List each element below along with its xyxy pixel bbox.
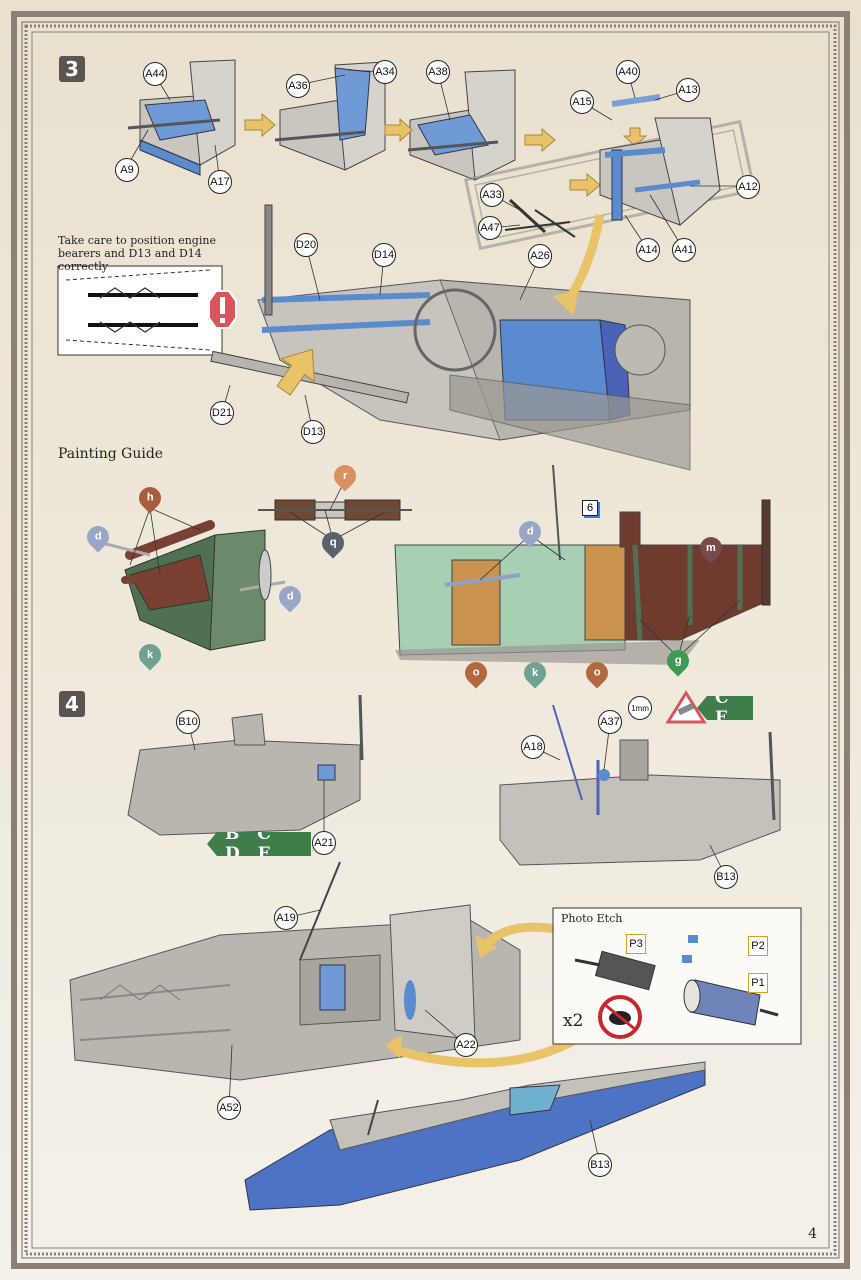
part-label: A41 — [672, 238, 696, 262]
step-number-badge: 3 — [59, 56, 85, 82]
part-label: A33 — [480, 183, 504, 207]
part-label: A38 — [426, 60, 450, 84]
seat-stage-1 — [127, 59, 236, 176]
part-label: A17 — [208, 170, 232, 194]
part-label: D20 — [294, 233, 318, 257]
fuselage-half-b10 — [127, 694, 364, 836]
decal-callout-number: 6 — [582, 500, 598, 516]
part-label: A9 — [115, 158, 139, 182]
painting-guide-heading: Painting Guide — [58, 446, 164, 462]
part-label: A13 — [676, 78, 700, 102]
page-number: 4 — [808, 1226, 817, 1242]
fuselage-front-frame — [210, 204, 691, 471]
part-label: A19 — [274, 906, 298, 930]
bearer-diagram — [57, 265, 223, 356]
variant-tag: B C D E — [207, 832, 311, 856]
part-label: A52 — [217, 1096, 241, 1120]
sanding-depth-label: 1mm — [628, 696, 652, 720]
part-label: A36 — [286, 74, 310, 98]
photo-etch-label: P2 — [748, 936, 768, 956]
painted-rollers — [258, 499, 412, 521]
sanding-warning-icon — [665, 690, 707, 724]
part-label: A12 — [736, 175, 760, 199]
step-number-badge: 4 — [59, 691, 85, 717]
photo-etch-label: P1 — [748, 973, 768, 993]
seat-stage-2 — [274, 61, 386, 171]
part-label: A18 — [521, 735, 545, 759]
part-label: B10 — [176, 710, 200, 734]
part-label: B13 — [588, 1153, 612, 1177]
part-label: D13 — [301, 420, 325, 444]
part-label: A22 — [454, 1033, 478, 1057]
variant-tag: C E — [697, 696, 753, 720]
photo-etch-title: Photo Etch — [561, 912, 623, 925]
warning-icon — [208, 290, 237, 329]
part-label: A34 — [373, 60, 397, 84]
seat-stage-3 — [407, 69, 516, 181]
part-label: A21 — [312, 831, 336, 855]
part-label: A14 — [636, 238, 660, 262]
part-label: A44 — [143, 62, 167, 86]
cockpit-assembly — [69, 861, 578, 1081]
painted-seat — [89, 520, 286, 651]
part-label: D21 — [210, 401, 234, 425]
painted-fuselage-interior — [394, 464, 771, 665]
fuselage-half-b13 — [499, 704, 781, 866]
part-label: B13 — [714, 865, 738, 889]
fuselage-complete-b13 — [244, 1061, 706, 1211]
part-label: A37 — [598, 710, 622, 734]
part-label: A26 — [528, 244, 552, 268]
photo-etch-label: P3 — [626, 934, 646, 954]
engine-bearer-note: Take care to position engine bearers and… — [58, 234, 216, 273]
part-label: D14 — [372, 243, 396, 267]
part-label: A47 — [478, 216, 502, 240]
seat-stage-4 — [504, 94, 721, 238]
sequence-arrows — [244, 112, 648, 198]
quantity-multiplier: x2 — [563, 1011, 584, 1031]
part-label: A15 — [570, 90, 594, 114]
part-label: A40 — [616, 60, 640, 84]
